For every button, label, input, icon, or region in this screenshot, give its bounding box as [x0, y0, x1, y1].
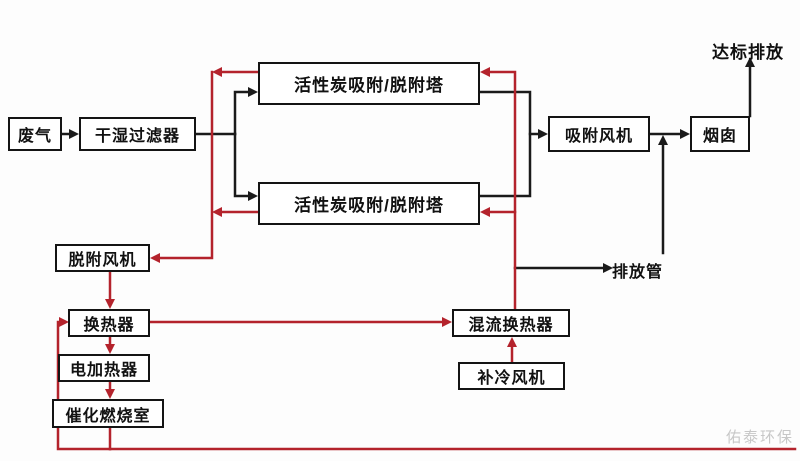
pipe-return-to-heat-exchanger	[56, 317, 112, 451]
node-catalytic-chamber: 催化燃烧室	[52, 399, 164, 428]
pipe-manifold-to-tower-top	[233, 87, 258, 136]
node-cooling-fan: 补冷风机	[458, 362, 565, 390]
label-compliant-discharge: 达标排放	[712, 43, 784, 62]
node-adsorption-fan: 吸附风机	[548, 116, 650, 152]
pipe-tower-bottom-to-adsorption-fan	[478, 132, 532, 198]
pipe-manifold-to-tower-bottom	[233, 132, 258, 201]
node-heat-exchanger: 换热器	[68, 309, 150, 337]
node-desorption-fan: 脱附风机	[55, 244, 150, 272]
node-waste-gas: 废气	[8, 117, 62, 151]
node-tower-top: 活性炭吸附/脱附塔	[258, 62, 480, 105]
pipe-tower-top-to-adsorption-fan	[478, 90, 548, 139]
label-discharge-pipe: 排放管	[612, 264, 664, 281]
pipe-mixer-to-tower-top	[480, 67, 517, 311]
pipe-desorb-manifold-to-desorption-fan	[150, 70, 214, 263]
node-electric-heater: 电加热器	[58, 354, 150, 382]
node-chimney: 烟囱	[690, 116, 750, 152]
watermark: 佑泰环保	[726, 429, 795, 446]
node-mixed-flow-exchanger: 混流换热器	[452, 309, 570, 337]
node-filter: 干湿过滤器	[79, 117, 196, 151]
node-tower-bottom: 活性炭吸附/脱附塔	[258, 182, 480, 225]
